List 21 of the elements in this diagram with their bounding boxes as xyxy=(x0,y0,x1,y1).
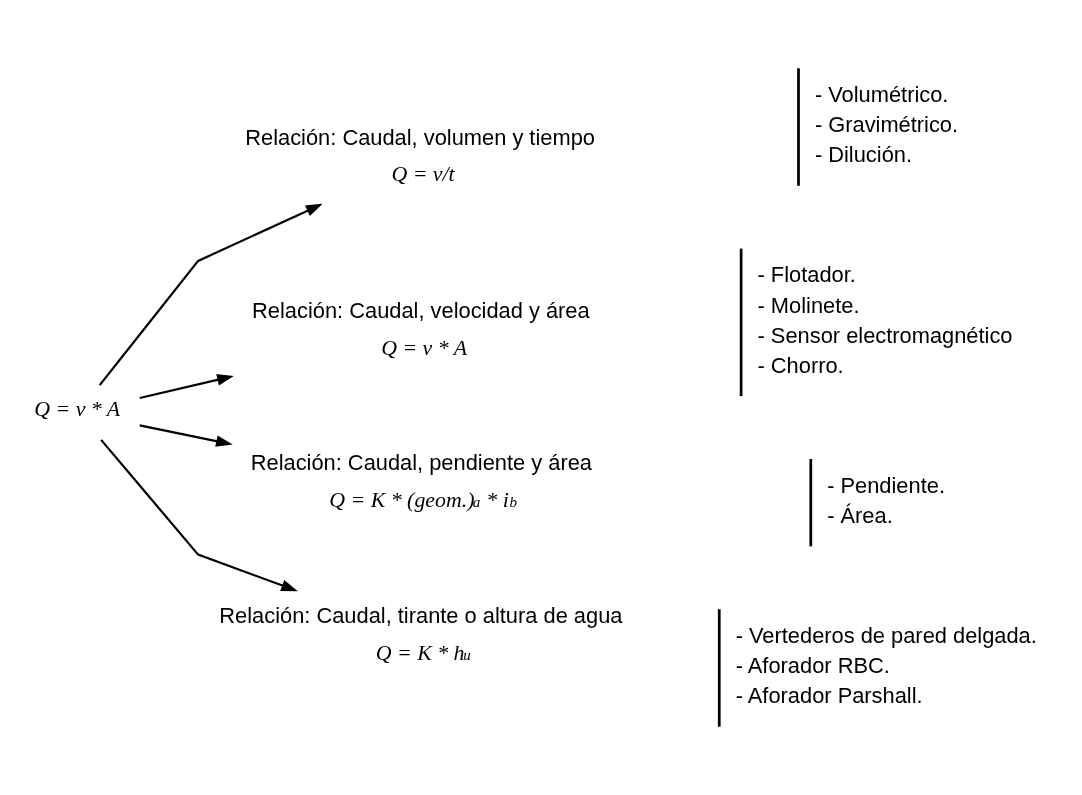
node-label: - Sensor electromagnético xyxy=(757,322,1013,348)
arrow xyxy=(139,374,234,400)
node-label: - Dilución. xyxy=(814,142,913,168)
node-text: Relación: Caudal, tirante o altura de agua Q = K * hu xyxy=(219,602,623,665)
node-text: Relación: Caudal, volumen y tiempo Q = v/t xyxy=(245,124,595,187)
node-label: - Flotador. xyxy=(757,262,856,288)
node-label: - Chorro. xyxy=(757,352,844,378)
node-label: - Volumétrico. xyxy=(814,82,949,108)
node-label: - Aforador Parshall. xyxy=(735,683,923,709)
node-label: - Gravimétrico. xyxy=(814,112,959,138)
node-text: Relación: Caudal, pendiente y área Q = K * (geom.)a * ib xyxy=(250,449,592,512)
node-label: - Vertederos de pared delgada. xyxy=(735,623,1037,649)
node-text: Relación: Caudal, velocidad y área Q = v * A xyxy=(252,298,590,360)
node-label: - Área. xyxy=(827,502,893,528)
node-label: - Molinete. xyxy=(757,292,860,318)
arrow xyxy=(98,203,323,386)
arrow xyxy=(100,439,298,592)
arrow xyxy=(139,424,233,447)
node-text: Q = v * A xyxy=(34,397,121,422)
node-label: - Aforador RBC. xyxy=(735,653,890,679)
node-label: - Pendiente. xyxy=(827,472,945,498)
